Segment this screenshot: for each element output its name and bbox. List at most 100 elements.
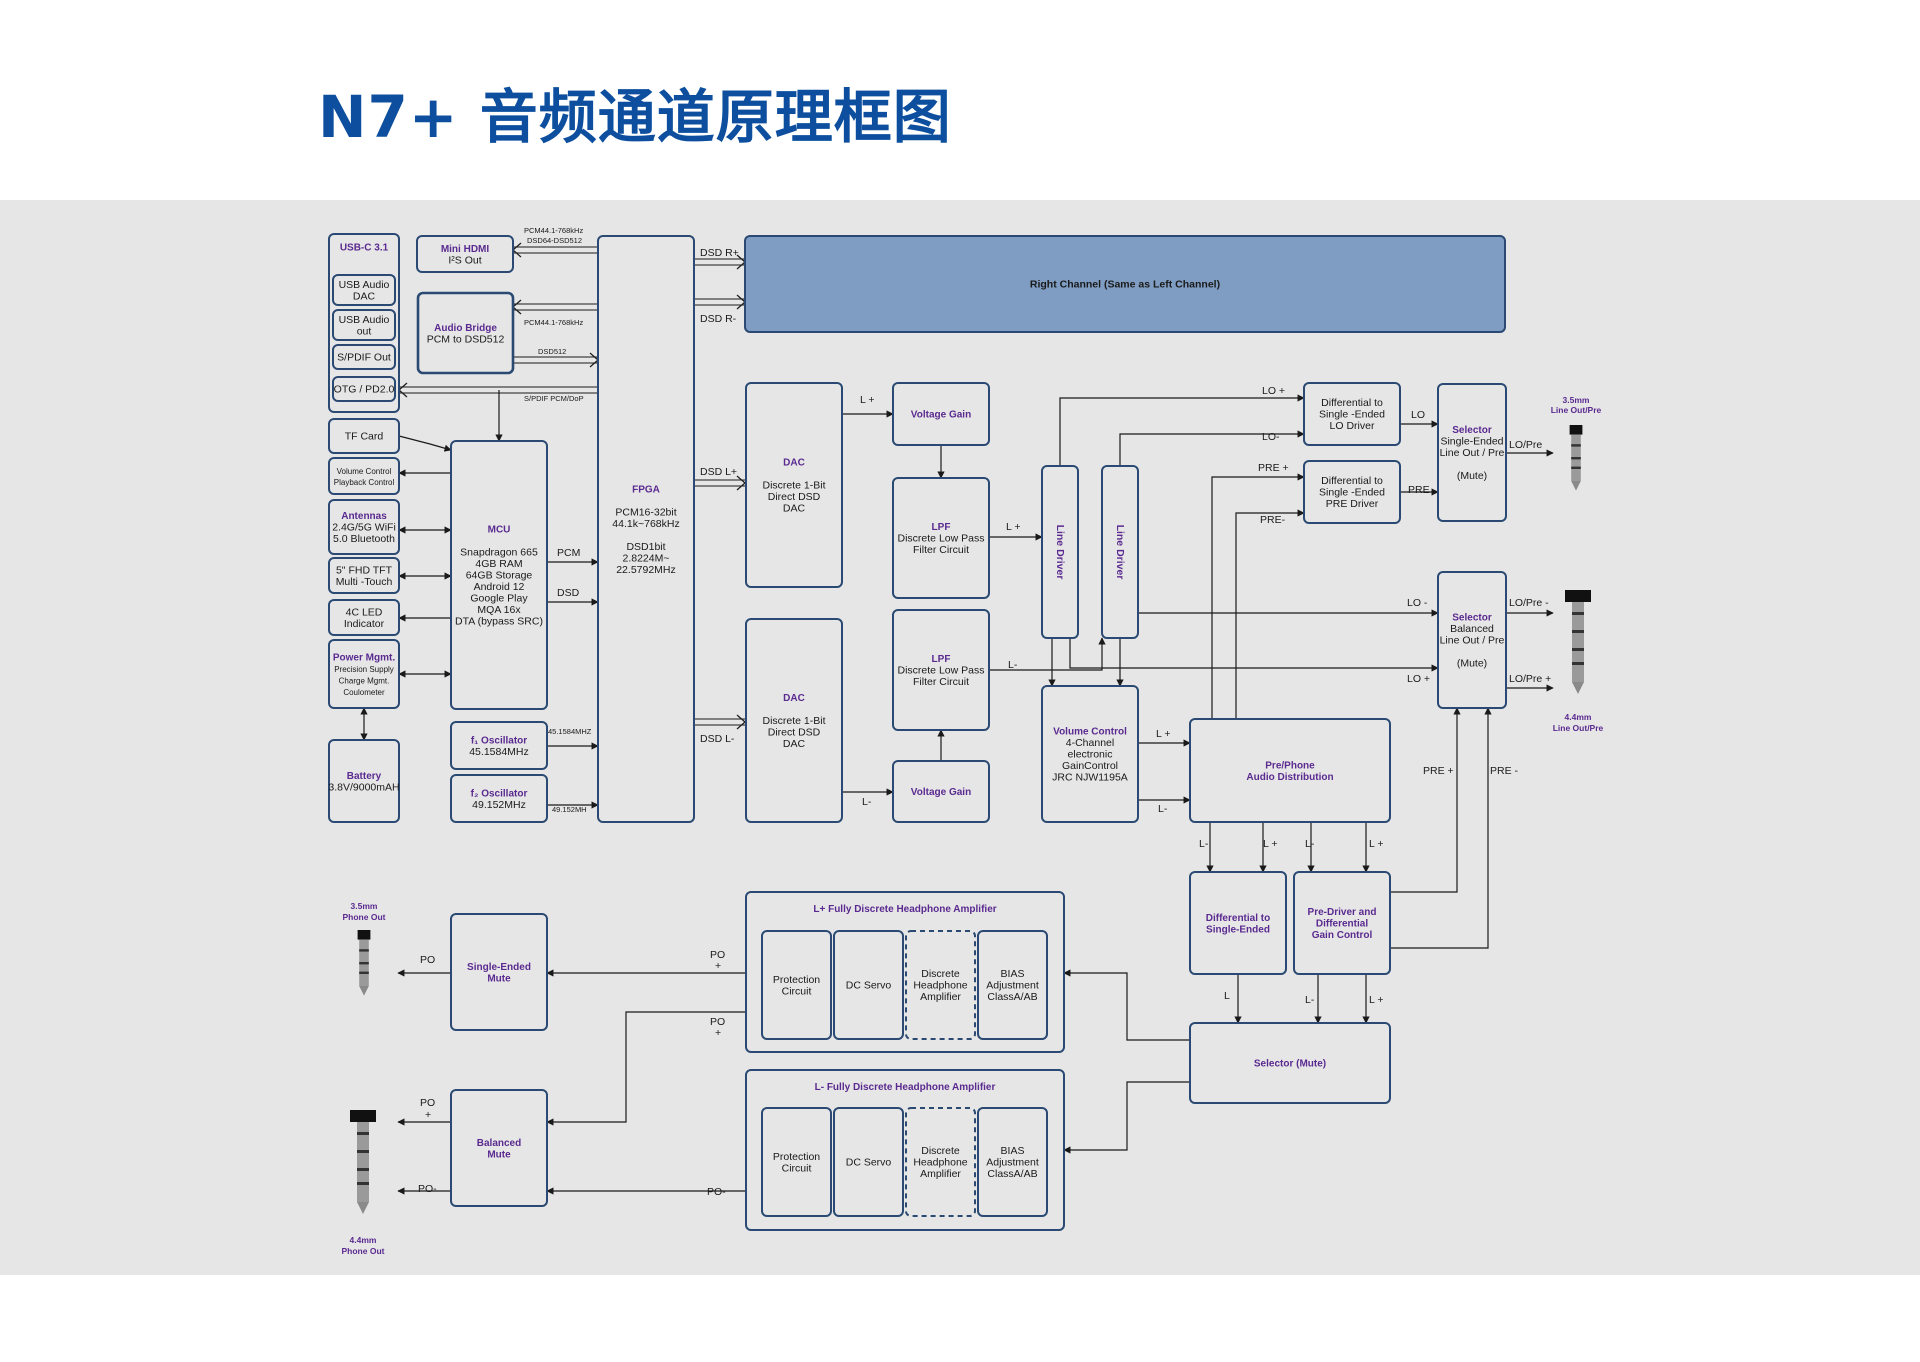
osc2-frame [450, 774, 548, 823]
pre-phone-line-1: Audio Distribution [1246, 772, 1333, 783]
fpga-line-0: FPGA [632, 484, 660, 495]
block-line-driver-2: Line Driver [1101, 465, 1139, 639]
antennas-line-0: Antennas [341, 511, 387, 522]
jack-icon-44-line [1565, 590, 1591, 694]
balanced-mute-line-1: Mute [487, 1149, 511, 1160]
osc1-line-1: 45.1584MHz [469, 746, 529, 758]
label-lbl-pre-plus: PRE + [1258, 462, 1289, 474]
wire-sm-amp-top [1063, 969, 1190, 1041]
selector-single-line-2: Line Out / Pre [1440, 447, 1505, 459]
wire-ld-bal-lo-plus [1069, 638, 1439, 672]
usb-audio-out-line-0: USB Audio [339, 314, 390, 326]
usb-audio-out-line-1: out [357, 325, 372, 337]
lpf-top-line-0: LPF [932, 522, 951, 533]
amp-top-bias-line-0: BIAS [1001, 968, 1025, 980]
label-lbl-dsdr-plus: DSD R+ [700, 247, 739, 259]
voltage-gain-top-line-0: Voltage Gain [911, 410, 971, 421]
block-amp-bottom-dcservo: DC Servo [833, 1107, 904, 1217]
line-driver-2-frame [1101, 465, 1139, 639]
label-lbl-pcm-bridge: PCM44.1-768kHz [524, 318, 583, 327]
amp-bottom-bias-line-1: Adjustment [986, 1157, 1039, 1169]
diff-single-ended-frame [1189, 871, 1287, 975]
label-lbl-po-plus-2: PO [710, 1016, 725, 1028]
right-channel-line-0: Right Channel (Same as Left Channel) [1030, 279, 1220, 291]
label-lbl-po-1: PO [420, 954, 435, 966]
battery-frame [328, 739, 400, 823]
amp-top-discrete-line-2: Amplifier [920, 991, 961, 1003]
block-line-driver-1: Line Driver [1041, 465, 1079, 639]
dac-bottom-line-2: Discrete 1-Bit [762, 715, 825, 727]
label-lbl-lopre-minus: LO/Pre - [1509, 597, 1549, 609]
bus-dsdl-minus [694, 714, 746, 730]
mini-hdmi-line-0: Mini HDMI [441, 244, 490, 255]
label-lbl-pre-plus-2: PRE + [1423, 765, 1454, 777]
label-lbl-lplus-2: L + [1006, 521, 1021, 533]
label-lbl-dist-lplus-2: L + [1369, 838, 1384, 850]
balanced-mute-frame [450, 1089, 548, 1207]
label-lbl-35-phone-2: Phone Out [343, 912, 386, 922]
audio-bridge-line-1: PCM to DSD512 [427, 333, 505, 345]
spdif-out-line-0: S/PDIF Out [337, 352, 391, 364]
line-driver-1-frame [1041, 465, 1079, 639]
selector-single-line-1: Single-Ended [1440, 436, 1503, 448]
bus-bridge-in [512, 299, 598, 315]
usb-audio-dac-line-1: DAC [353, 290, 376, 302]
diff-lo-driver-line-2: LO Driver [1330, 420, 1375, 432]
line-driver-1-text: Line Driver [1054, 525, 1066, 580]
usb-audio-out-frame [332, 309, 396, 341]
jack-icon-35-line [1569, 425, 1583, 491]
amp-top-bias-line-1: Adjustment [986, 980, 1039, 992]
block-voltage-gain-top: Voltage Gain [892, 382, 990, 446]
amp-bottom-line-0: L- Fully Discrete Headphone Amplifier [815, 1082, 996, 1093]
amp-bottom-bias-line-2: ClassA/AB [987, 1168, 1037, 1180]
amp-bottom-discrete-line-1: Headphone [913, 1157, 967, 1169]
wire-pre-minus-up [1235, 509, 1305, 719]
diff-lo-driver-frame [1303, 382, 1401, 446]
fhd-tft-line-1: Multi -Touch [336, 576, 393, 588]
amp-bottom-discrete-frame [905, 1107, 976, 1217]
balanced-mute-line-0: Balanced [477, 1138, 521, 1149]
volume-control-playback-frame [328, 457, 400, 495]
label-lbl-44-phone-1: 4.4mm [350, 1235, 377, 1245]
label-lbl-lo-minus-2: LO - [1407, 597, 1428, 609]
volume-control-line-1: 4-Channel [1066, 737, 1114, 749]
label-lbl-spdif-pcm: S/PDIF PCM/DoP [524, 394, 584, 403]
label-lbl-lo: LO [1411, 409, 1425, 421]
mcu-frame [450, 440, 548, 710]
single-ended-mute-line-1: Mute [487, 973, 511, 984]
power-mgmt-line-2: Charge Mgmt. [339, 676, 390, 685]
label-lbl-pcm-top: PCM44.1-768kHz [524, 226, 583, 235]
label-lbl-po-minus-2: PO- [707, 1186, 726, 1198]
block-voltage-gain-bottom: Voltage Gain [892, 760, 990, 823]
amp-bottom-protection-line-1: Circuit [782, 1162, 812, 1174]
lpf-bottom-line-0: LPF [932, 654, 951, 665]
label-lbl-lplus-1: L + [860, 394, 875, 406]
connectors-layer [350, 425, 1591, 1214]
label-lbl-dsdl-minus: DSD L- [700, 733, 735, 745]
bus-dsdl-plus [694, 475, 746, 491]
label-lbl-lo-minus: LO- [1262, 431, 1280, 443]
power-mgmt-frame [328, 639, 400, 709]
label-lbl-dsdl-plus: DSD L+ [700, 466, 737, 478]
diff-lo-driver-line-1: Single -Ended [1319, 409, 1385, 421]
wire-ld2-lo [1119, 430, 1305, 466]
lpf-bottom-line-2: Filter Circuit [913, 676, 969, 688]
label-lbl-451584: 45.1584MHZ [548, 727, 592, 736]
amp-bottom-bias-frame [977, 1107, 1048, 1217]
amp-top-bias-line-2: ClassA/AB [987, 991, 1037, 1003]
lpf-top-frame [892, 477, 990, 599]
label-lbl-lopre-plus: LO/Pre + [1509, 673, 1551, 685]
selector-balanced-line-4: (Mute) [1457, 658, 1487, 670]
amp-top-discrete-line-0: Discrete [921, 968, 960, 980]
led-indicator-line-1: Indicator [344, 618, 385, 630]
